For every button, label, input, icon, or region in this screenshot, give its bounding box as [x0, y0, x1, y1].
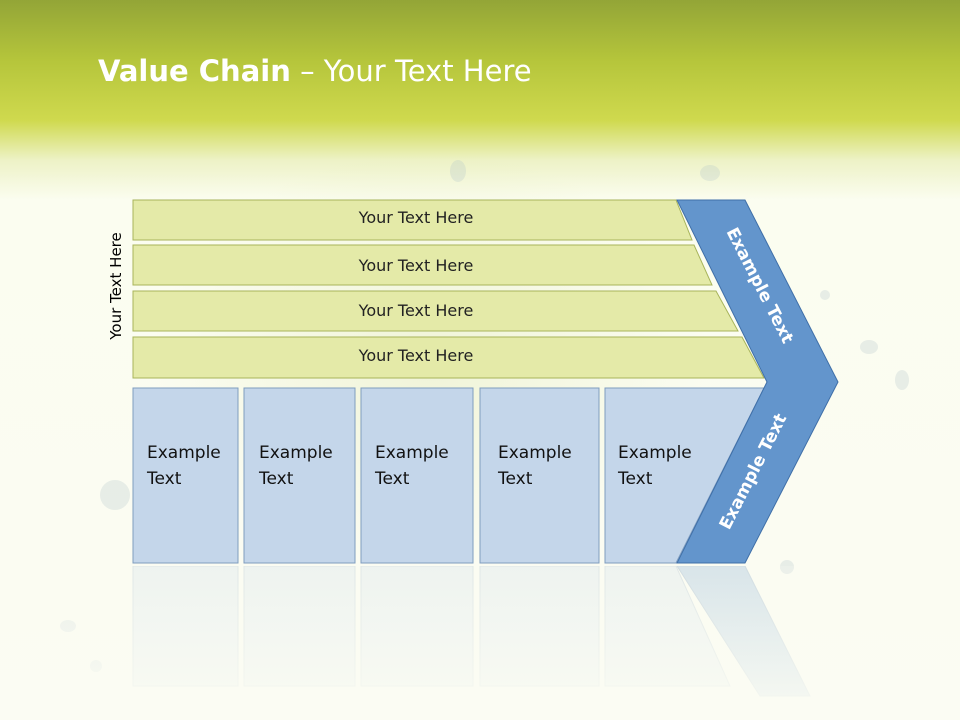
box-label-line: Example: [259, 443, 333, 463]
box-3: [360, 387, 474, 564]
splash-dot: [100, 480, 130, 510]
box-1: [132, 387, 239, 564]
box-label-line: Example: [498, 443, 572, 463]
splash-dot: [820, 290, 830, 300]
slide-title: Value Chain – Your Text Here: [98, 54, 532, 88]
bar-label-3: Your Text Here: [358, 301, 474, 320]
bar-3: [132, 290, 739, 332]
box-4: [479, 387, 600, 564]
reflection-fade: [0, 566, 960, 720]
splash-dot: [895, 370, 909, 390]
box-label-line: Text: [375, 469, 410, 489]
bar-label-2: Your Text Here: [358, 256, 474, 275]
bar-label-4: Your Text Here: [358, 346, 474, 365]
splash-dot: [700, 165, 720, 181]
chevron-arrow: [676, 199, 839, 564]
bar-2: [132, 244, 713, 286]
box-label-line: Text: [618, 469, 653, 489]
box-label-line: Example: [618, 443, 692, 463]
title-rest: – Your Text Here: [290, 54, 532, 88]
bar-4: [132, 336, 765, 379]
bar-1: [132, 199, 693, 241]
splash-dot: [860, 340, 878, 354]
box-label-line: Example: [375, 443, 449, 463]
box-2: [243, 387, 356, 564]
box-label-line: Text: [147, 469, 182, 489]
box-label-line: Text: [259, 469, 294, 489]
title-bold: Value Chain: [98, 54, 291, 88]
box-label-line: Example: [147, 443, 221, 463]
bar-label-1: Your Text Here: [358, 208, 474, 227]
splash-dot: [450, 160, 466, 182]
box-label-line: Text: [498, 469, 533, 489]
box-5: [604, 387, 765, 564]
